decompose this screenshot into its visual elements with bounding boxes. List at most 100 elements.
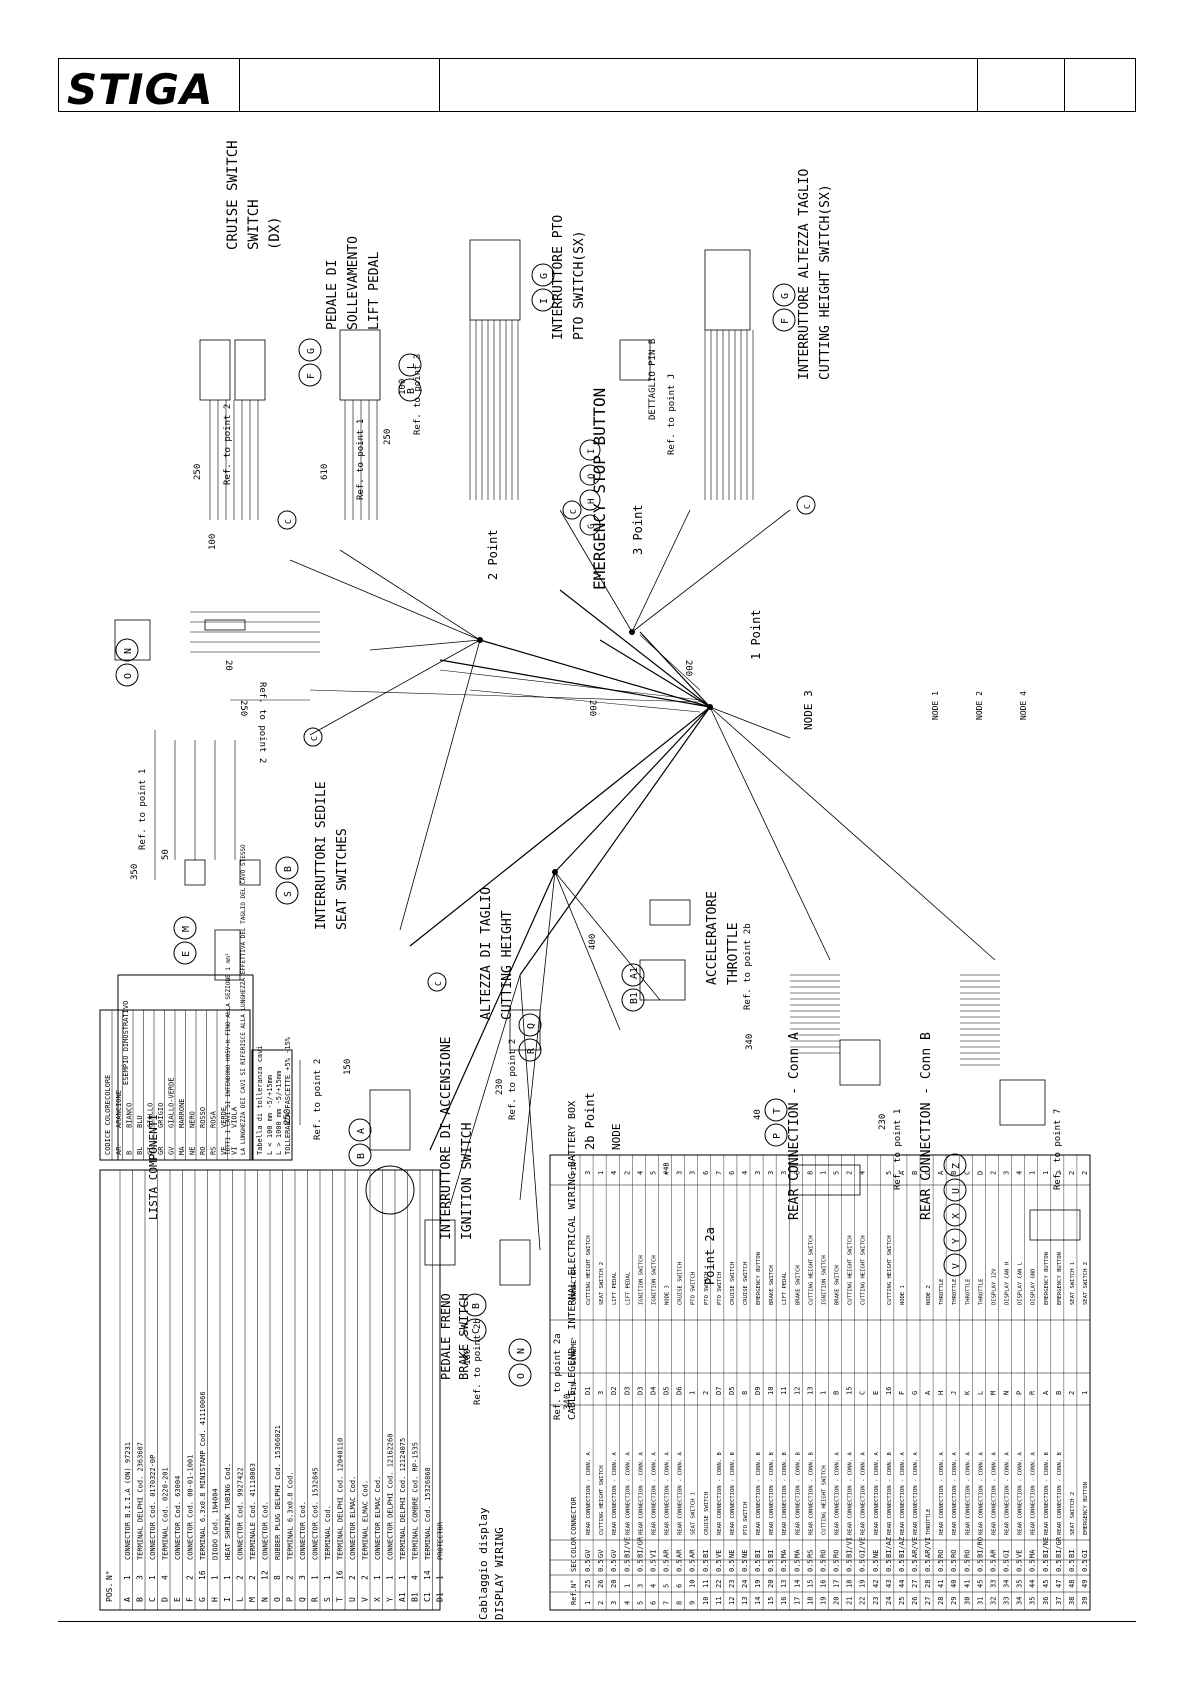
- component-desc: PROTECTOR: [437, 1521, 445, 1560]
- display-title-en: DISPLAY WIRING: [493, 1527, 506, 1620]
- legend-cell: 2: [1055, 1171, 1063, 1175]
- legend-cell: 3: [636, 1584, 644, 1588]
- connector-body: [234, 339, 266, 401]
- dimension-value: 250: [193, 464, 203, 480]
- legend-cell: BRAKE SWITCH: [795, 1265, 801, 1305]
- ref-label: Ref. to point 2b: [743, 923, 753, 1010]
- component-desc: TERMINAL 6.3x0.8 Cod.: [287, 1471, 295, 1560]
- connector-callout-u-circle: [943, 1178, 967, 1202]
- legend-cell: 0.5: [1081, 1559, 1089, 1572]
- component-qty: 1: [148, 1575, 157, 1580]
- legend-cell: 37: [1055, 1597, 1063, 1605]
- tolerance-line: L < 100 mm -5/+15mm: [266, 1075, 274, 1155]
- seat-switch-connector: [239, 859, 261, 886]
- legend-cell: 3: [689, 1171, 697, 1175]
- component-desc: CONNECTOR Cod. 1532845: [312, 1467, 320, 1560]
- legend-cell: 3: [754, 1171, 762, 1175]
- connector-callout-l-text: L: [406, 363, 417, 369]
- component-desc: TERMINAL ELMAC Cod.: [362, 1480, 370, 1560]
- legend-cell: 25: [898, 1597, 906, 1605]
- legend-cell: 0.5: [780, 1559, 788, 1572]
- color-name: BLU: [136, 1115, 144, 1128]
- dimension-line: [439, 669, 701, 701]
- legend-cell: REAR CONNECTION - CONN. A: [861, 1452, 867, 1535]
- dimension-value: 340: [563, 1394, 573, 1410]
- legend-cell: 1: [597, 1171, 605, 1175]
- legend-cell: REAR CONNECTION - CONN. B: [1057, 1452, 1063, 1535]
- color-name: VIOLA: [231, 1106, 239, 1128]
- legend-cell: 0.5: [846, 1559, 854, 1572]
- legend-cell: REAR CONNECTION - CONN. A: [1018, 1452, 1024, 1535]
- legend-head: SCHEME: [570, 1340, 578, 1365]
- legend-cell: 0.5: [1055, 1559, 1063, 1572]
- legend-cell: 33: [1003, 1597, 1011, 1605]
- color-code: GV: [168, 1146, 176, 1155]
- component-pos: S: [323, 1597, 332, 1602]
- legend-cell: BI: [767, 1550, 775, 1558]
- wire-line: [709, 706, 791, 739]
- wire-line: [559, 509, 633, 633]
- legend-cell: DISPLAY 12V: [991, 1268, 997, 1305]
- dimension-value: 20: [223, 660, 233, 671]
- legend-cell: A: [937, 1170, 945, 1175]
- legend-cell: 16: [885, 1387, 893, 1395]
- legend-cell: EMERGENCY BUTTON: [756, 1252, 762, 1305]
- connector-callout-p-circle: [764, 1123, 788, 1147]
- legend-cell: 44: [1029, 1580, 1037, 1588]
- seat-switch-connector: [184, 859, 206, 886]
- lift-pedal-title: PEDALE DI: [325, 260, 340, 330]
- legend-cell: K: [963, 1390, 971, 1395]
- color-code: B: [126, 1151, 134, 1155]
- component-pos: C: [148, 1597, 157, 1602]
- legend-cell: 3: [767, 1171, 775, 1175]
- legend-cell: D6: [676, 1387, 684, 1395]
- legend-cell: EMERGENCY BUTTON: [1057, 1252, 1063, 1305]
- connector-callout-u-text: U: [951, 1188, 962, 1194]
- connector-callout-n2-text: N: [516, 1348, 527, 1354]
- pto-title-en: PTO SWITCH(SX): [572, 230, 587, 340]
- legend-cell: REAR CONNECTION - CONN. A: [952, 1452, 958, 1535]
- legend-cell: 0.5: [597, 1559, 605, 1572]
- connector-callout-o2-text: O: [516, 1373, 527, 1379]
- legend-cell: BI: [754, 1550, 762, 1558]
- component-desc: DIODO Cod. 1N4004: [212, 1488, 220, 1560]
- connector-callout-q2-text: Q: [587, 474, 597, 479]
- legend-cell: #4B: [663, 1162, 671, 1175]
- legend-cell: 24: [741, 1580, 749, 1588]
- legend-cell: 0.5: [767, 1559, 775, 1572]
- connector-callout-h-circle: [579, 489, 601, 511]
- component-qty: 2: [236, 1575, 245, 1580]
- legend-cell: 23: [872, 1597, 880, 1605]
- legend-cell: 24: [885, 1597, 893, 1605]
- bundle-segment: [639, 631, 711, 708]
- color-name: ROSA: [210, 1110, 218, 1128]
- rear-conn-b-face: [1029, 1209, 1081, 1241]
- connector-callout-g4-text: G: [587, 524, 597, 529]
- legend-cell: REAR CONNECTION - CONN. A: [665, 1452, 671, 1535]
- legend-cell: 42: [872, 1580, 880, 1588]
- connector-callout-a-text: A: [356, 1128, 367, 1134]
- connector-callout-f2-text: F: [780, 318, 791, 324]
- component-desc: CONNECTOR Cod.: [262, 1501, 270, 1560]
- legend-cell: 39: [1081, 1597, 1089, 1605]
- connector-callout-b4-text: B: [471, 1303, 482, 1309]
- title-cell-divider: [1064, 59, 1065, 111]
- connector-callout-q2-circle: [579, 464, 601, 486]
- connector-callout-i2-circle: [579, 439, 601, 461]
- legend-cell: D3: [623, 1387, 631, 1395]
- legend-cell: DISPLAY CAN L: [1018, 1261, 1024, 1305]
- connector-callout-o-text: O: [123, 673, 134, 679]
- legend-cell: H: [937, 1391, 945, 1395]
- legend-cell: REAR CONNECTION - CONN. B: [808, 1452, 814, 1535]
- legend-cell: 44: [898, 1580, 906, 1588]
- ref-label: Ref. to point 7: [1053, 1109, 1063, 1190]
- legend-cell: 6: [728, 1171, 736, 1175]
- legend-cell: BI/AZ: [885, 1537, 893, 1558]
- wire-line: [519, 974, 541, 1251]
- legend-cell: CRUISE SWITCH: [743, 1262, 749, 1305]
- legend-cell: D: [976, 1171, 984, 1175]
- connector-body: [469, 239, 521, 321]
- legend-cell: REAR CONNECTION - CONN. A: [939, 1452, 945, 1535]
- dimension-value: 340: [745, 1034, 755, 1050]
- cut-title-en: CUTTING HEIGHT SWITCH(SX): [818, 184, 833, 380]
